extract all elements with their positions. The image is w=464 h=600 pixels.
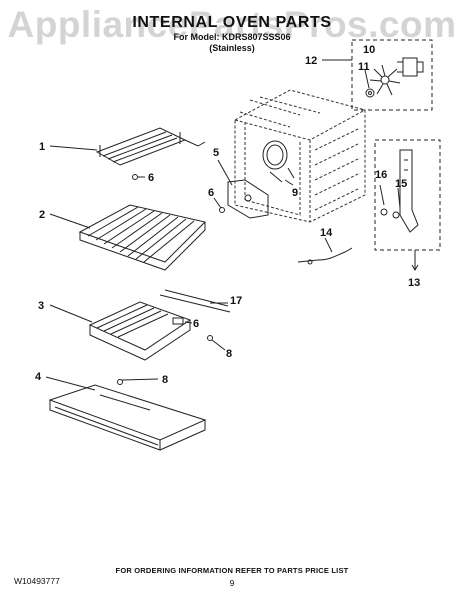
leader-8a xyxy=(211,339,226,351)
callout-16: 16 xyxy=(375,169,387,181)
callout-3: 3 xyxy=(38,300,44,312)
convection-fan-blade xyxy=(369,64,401,96)
callout-5: 5 xyxy=(213,147,219,159)
oven-cavity xyxy=(234,89,366,223)
bake-element-top xyxy=(49,127,206,180)
leader-15 xyxy=(397,187,401,209)
document-part-number: W10493777 xyxy=(14,576,60,586)
leader-6b xyxy=(213,197,222,209)
model-line: For Model: KDRS807SSS06 xyxy=(0,32,464,42)
callout-9: 9 xyxy=(292,187,298,199)
callout-6-element: 6 xyxy=(148,172,154,184)
page-title: INTERNAL OVEN PARTS xyxy=(132,14,332,31)
temperature-sensor xyxy=(297,237,353,265)
broil-pan xyxy=(45,376,207,451)
leader-9 xyxy=(284,179,294,186)
callout-15: 15 xyxy=(395,178,407,190)
page-number: 9 xyxy=(229,578,235,588)
leader-5 xyxy=(217,159,233,186)
callout-4: 4 xyxy=(35,371,42,383)
leader-4 xyxy=(45,376,96,391)
callout-12: 12 xyxy=(305,55,317,67)
element-bracket xyxy=(159,289,231,351)
ordering-info: FOR ORDERING INFORMATION REFER TO PARTS … xyxy=(115,566,349,575)
leader-1 xyxy=(49,145,98,151)
callout-13: 13 xyxy=(408,277,420,289)
oven-rack xyxy=(49,204,206,271)
model-number: KDRS807SSS06 xyxy=(221,32,291,42)
fan-motor xyxy=(397,57,424,77)
callout-8-broil: 8 xyxy=(226,348,232,360)
leader-14 xyxy=(324,237,333,253)
finish-label: (Stainless) xyxy=(209,43,255,53)
callout-11: 11 xyxy=(358,61,370,73)
callout-6-broil: 6 xyxy=(193,318,199,330)
callout-6-bracket: 6 xyxy=(208,187,214,199)
fan-assembly-box xyxy=(322,39,433,111)
callout-17: 17 xyxy=(230,295,242,307)
leader-16 xyxy=(379,184,385,206)
leader-8b xyxy=(121,378,159,381)
light-assembly-box xyxy=(374,139,441,271)
fan-nut xyxy=(364,69,375,98)
light-socket xyxy=(380,149,419,233)
model-prefix: For Model: xyxy=(173,32,220,42)
callout-8-pan: 8 xyxy=(162,374,168,386)
leader-3 xyxy=(49,304,93,323)
broil-element xyxy=(49,301,192,361)
callout-10: 10 xyxy=(363,44,375,56)
callout-14: 14 xyxy=(320,227,333,239)
leader-6c xyxy=(184,321,193,324)
fan-baffle xyxy=(262,140,295,183)
callout-2: 2 xyxy=(39,209,45,221)
callout-1: 1 xyxy=(39,141,45,153)
watermark: AppliancePartsPros.com xyxy=(7,4,457,45)
rear-bracket xyxy=(213,159,269,219)
leader-2 xyxy=(49,213,91,229)
